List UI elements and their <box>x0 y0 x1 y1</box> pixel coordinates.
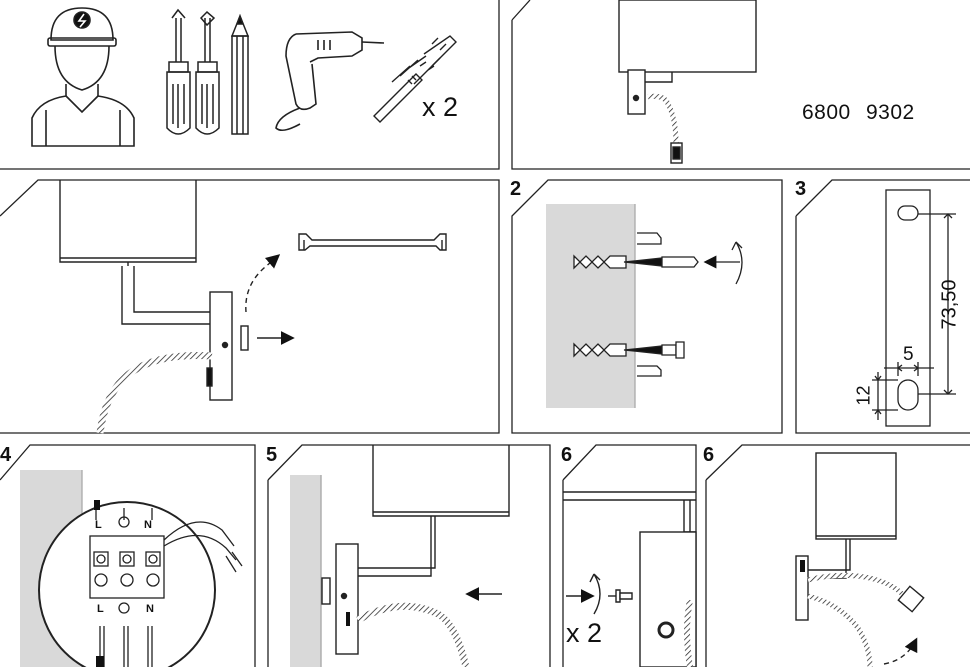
terminal-label-n-top: N <box>144 519 152 531</box>
step-number-2: 2 <box>510 178 522 200</box>
panel-step-3 <box>795 179 970 434</box>
panel-step-1 <box>0 179 500 434</box>
panel-step-6b <box>705 444 970 667</box>
step-number-4: 4 <box>0 444 12 466</box>
terminal-label-n-bottom: N <box>146 603 154 615</box>
electrician-icon <box>31 7 135 147</box>
step1-lamp-illustration <box>59 180 447 434</box>
dim-slot-label: 12 <box>853 385 874 406</box>
pencil-icon <box>230 13 250 135</box>
dim-height-label: 73,50 <box>938 279 961 330</box>
step-number-5: 5 <box>266 444 278 466</box>
wall-plug-icon <box>373 35 457 123</box>
panel-tools <box>0 0 500 170</box>
product-code-1: 6800 <box>802 101 851 124</box>
step-number-3: 3 <box>795 178 807 200</box>
product-code-2: 9302 <box>866 101 915 124</box>
screwdriver-flat-icon <box>166 8 191 135</box>
terminal-label-l-bottom: L <box>97 603 104 615</box>
step-number-6a: 6 <box>561 444 573 466</box>
step2-drill-illustration <box>546 204 743 408</box>
dim-width-label: 5 <box>903 344 914 365</box>
step6-finished-lamp <box>795 452 925 667</box>
step3-bracket-dimensions <box>872 189 956 427</box>
step-number-6b: 6 <box>703 444 715 466</box>
panel-step-4 <box>0 444 256 667</box>
step4-wiring-illustration <box>20 470 243 667</box>
anchor-quantity-label: x 2 <box>422 92 459 122</box>
terminal-label-l-top: L <box>95 519 102 531</box>
step5-mount-illustration <box>290 445 510 667</box>
panel-product <box>511 0 970 170</box>
drill-icon <box>275 31 385 132</box>
screw-quantity-label: x 2 <box>566 618 603 648</box>
step6-screw-illustration <box>563 491 697 667</box>
product-lamp-icon <box>618 0 757 164</box>
panel-step-2 <box>511 179 783 434</box>
panel-step-5 <box>267 444 551 667</box>
screwdriver-phillips-icon <box>195 10 220 135</box>
